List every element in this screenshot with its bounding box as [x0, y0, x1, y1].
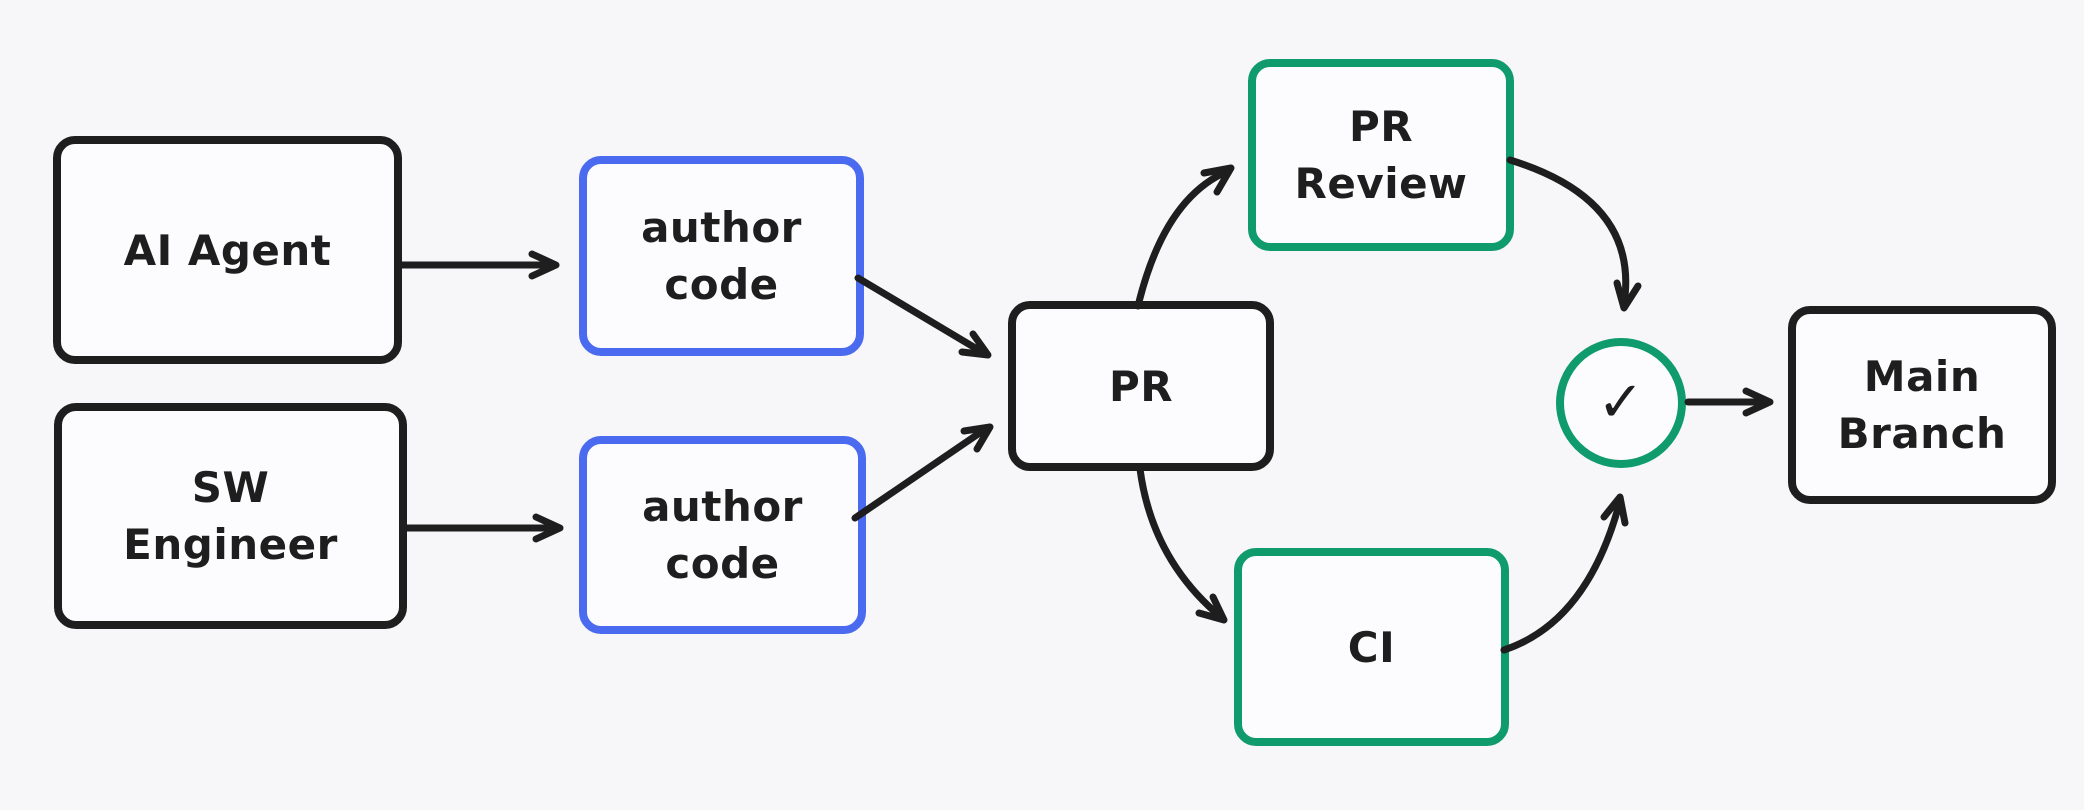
pr-box — [1008, 301, 1274, 471]
arrowhead-check-to-main-branch — [1742, 387, 1774, 417]
edge-pr-to-ci — [1136, 465, 1226, 622]
arrowhead-ai-agent-to-author-code-top — [528, 250, 560, 280]
edge-author-code-bottom-to-pr — [851, 426, 988, 522]
edge-pr-review-to-check — [1506, 156, 1630, 308]
ai-agent-box — [53, 136, 402, 364]
edge-pr-to-pr-review — [1134, 167, 1232, 310]
arrowhead-ci-to-check — [1600, 493, 1629, 527]
sw-engineer-box — [54, 403, 407, 629]
arrowhead-author-code-top-to-pr — [958, 330, 992, 359]
arrowhead-pr-review-to-check — [1613, 279, 1642, 312]
main-branch-box — [1788, 306, 2056, 504]
pr-review-box — [1248, 59, 1514, 251]
check-circle — [1556, 338, 1686, 468]
arrowhead-pr-to-pr-review — [1200, 164, 1235, 196]
author-code-bottom-box — [579, 436, 866, 634]
arrowhead-sw-engineer-to-author-code-bottom — [532, 513, 564, 543]
edge-ci-to-check — [1500, 497, 1624, 654]
author-code-top-box — [579, 156, 864, 356]
edge-author-code-top-to-pr — [854, 274, 986, 356]
arrowhead-author-code-bottom-to-pr — [960, 423, 994, 453]
ci-box — [1234, 548, 1509, 746]
arrowhead-pr-to-ci — [1195, 593, 1228, 624]
